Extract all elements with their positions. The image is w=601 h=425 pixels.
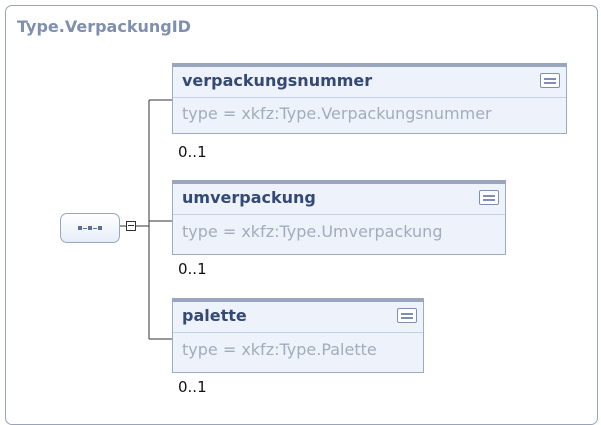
cardinality-label: 0..1: [178, 143, 207, 161]
element-umverpackung[interactable]: umverpackung type = xkfz:Type.Umverpacku…: [172, 180, 506, 255]
diagram-title: Type.VerpackungID: [17, 17, 191, 36]
element-palette[interactable]: palette type = xkfz:Type.Palette: [172, 298, 424, 373]
cardinality-label: 0..1: [178, 378, 207, 396]
sequence-compositor[interactable]: [60, 213, 120, 243]
documentation-icon[interactable]: [479, 190, 499, 205]
sequence-icon: [78, 226, 102, 230]
element-name: palette: [182, 306, 247, 325]
connector-lines: [120, 99, 172, 340]
element-name: umverpackung: [182, 188, 316, 207]
element-header: umverpackung: [173, 184, 505, 215]
element-type: type = xkfz:Type.Umverpackung: [182, 222, 443, 241]
documentation-icon[interactable]: [397, 308, 417, 323]
element-type: type = xkfz:Type.Palette: [182, 340, 377, 359]
element-header: verpackungsnummer: [173, 67, 566, 98]
cardinality-label: 0..1: [178, 260, 207, 278]
element-verpackungsnummer[interactable]: verpackungsnummer type = xkfz:Type.Verpa…: [172, 63, 567, 134]
element-header: palette: [173, 302, 423, 333]
documentation-icon[interactable]: [540, 73, 560, 88]
element-type: type = xkfz:Type.Verpackungsnummer: [182, 104, 492, 123]
collapse-toggle[interactable]: [126, 221, 136, 231]
element-name: verpackungsnummer: [182, 71, 373, 90]
